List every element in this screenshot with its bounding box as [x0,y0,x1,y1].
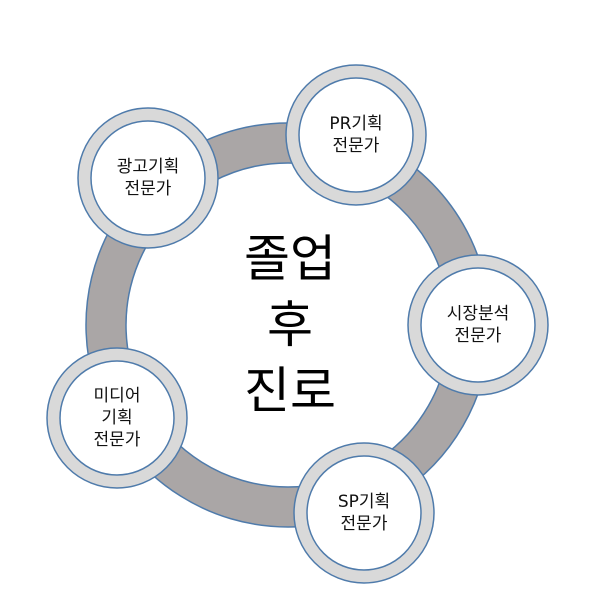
node-label-pr: PR기획 전문가 [329,114,383,156]
node-label-market: 시장분석 전문가 [446,304,510,346]
node-label-media: 미디어 기획 전문가 [93,386,141,450]
node-label-ad: 광고기획 전문가 [116,157,180,199]
node-media [46,347,188,489]
node-pr [285,64,427,206]
node-sp [293,442,435,584]
node-label-sp: SP기획 전문가 [337,492,391,534]
node-circles [46,64,549,584]
node-market [407,254,549,396]
node-ad [77,107,219,249]
center-title: 졸업 후 진로 [244,230,336,420]
